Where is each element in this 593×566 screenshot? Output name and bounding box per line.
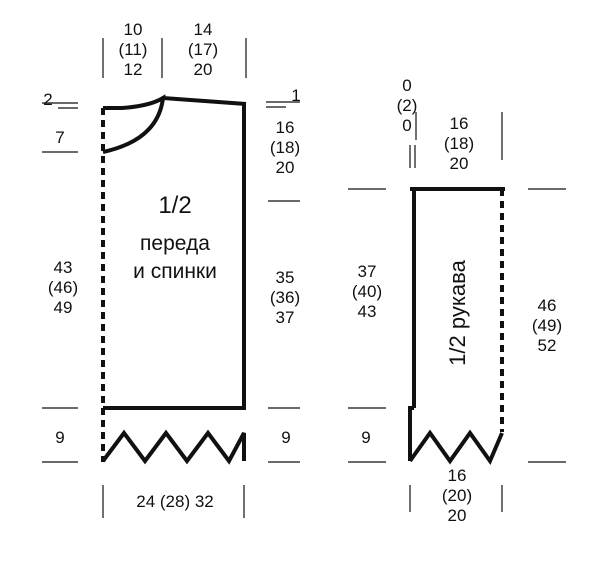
- size-s: 10: [123, 20, 143, 39]
- size-m: (17): [187, 40, 219, 59]
- size-s: 16: [275, 118, 295, 137]
- size-s: 37: [357, 262, 377, 281]
- top-left-width-label: 10 (11) 12: [112, 20, 154, 80]
- body-title: 1/2: [120, 192, 230, 220]
- neck-depth-label: 7: [55, 128, 65, 147]
- size-l: 37: [275, 308, 295, 327]
- sleeve-top-width-label: 16 (18) 20: [436, 114, 482, 174]
- size-s: 16: [449, 114, 469, 133]
- armhole-label: 16 (18) 20: [262, 118, 308, 178]
- body-title-line2: переда: [140, 232, 210, 255]
- size-s: 35: [275, 268, 295, 287]
- size-l: 49: [53, 298, 73, 317]
- top-right-width-label: 14 (17) 20: [180, 20, 226, 80]
- sleeve-cuff-step: [408, 406, 414, 461]
- size-s: 46: [537, 296, 557, 315]
- size-l: 20: [275, 158, 295, 177]
- size-m: (49): [531, 316, 563, 335]
- size-m: (36): [269, 288, 301, 307]
- size-s: 43: [53, 258, 73, 277]
- sleeve-title: 1/2 рукава: [445, 260, 470, 366]
- sleeve-bottom-width-label: 16 (20) 20: [434, 466, 480, 526]
- shoulder-line: [162, 96, 247, 106]
- hem-right-label: 9: [281, 428, 291, 447]
- body-title-line1: 1/2: [158, 192, 192, 219]
- body-zigzag-hem: [101, 429, 246, 465]
- size-s: 14: [193, 20, 213, 39]
- size-l: 43: [357, 302, 377, 321]
- size-l: 12: [123, 60, 143, 79]
- size-s: 16: [447, 466, 467, 485]
- body-title-line3: и спинки: [133, 260, 217, 283]
- size-l: 20: [193, 60, 213, 79]
- size-m: (46): [47, 278, 79, 297]
- size-s: 0: [402, 76, 412, 95]
- size-m: (11): [118, 40, 148, 59]
- sleeve-dimension-lines: [348, 112, 566, 512]
- sleeve-left-length-label: 37 (40) 43: [344, 262, 390, 322]
- size-m: (18): [269, 138, 301, 157]
- body-dimension-lines: [42, 38, 300, 518]
- sleeve-zigzag-cuff: [408, 429, 504, 466]
- cuff-label: 9: [361, 428, 371, 447]
- hem-left-label: 9: [55, 428, 65, 447]
- side-length-label: 35 (36) 37: [262, 268, 308, 328]
- size-l: 52: [537, 336, 557, 355]
- shoulder-drop-label: 1: [291, 86, 301, 105]
- neckline-curve: [102, 94, 166, 154]
- neck-depth-small-label: 2: [43, 90, 53, 109]
- sleeve-right-length-label: 46 (49) 52: [524, 296, 570, 356]
- cap-increase-label: 0 (2) 0: [390, 76, 424, 136]
- size-m: (2): [396, 96, 418, 115]
- size-l: 20: [447, 506, 467, 525]
- size-l: 0: [402, 116, 412, 135]
- size-l: 20: [449, 154, 469, 173]
- size-m: (40): [351, 282, 383, 301]
- bottom-width-label: 24 (28) 32: [136, 492, 214, 511]
- size-m: (18): [443, 134, 475, 153]
- size-m: (20): [441, 486, 473, 505]
- total-length-label: 43 (46) 49: [40, 258, 86, 318]
